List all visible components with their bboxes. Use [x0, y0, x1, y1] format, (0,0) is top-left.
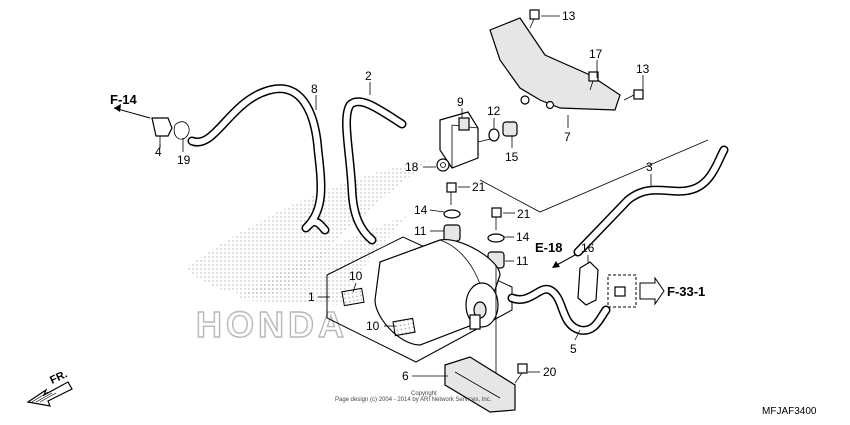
- hose-8: [187, 84, 330, 235]
- callout-6: 6: [402, 369, 409, 383]
- copyright-line-1: Copyright: [411, 391, 437, 397]
- clip-19: [173, 121, 190, 140]
- callout-14: 14: [414, 203, 428, 217]
- callout-13: 13: [636, 62, 650, 76]
- callout-5: 5: [570, 342, 577, 356]
- hose-2: [342, 97, 407, 245]
- callout-19: 19: [177, 153, 191, 167]
- callout-14: 14: [516, 230, 530, 244]
- nut-18: [436, 158, 450, 172]
- clamp-16: [577, 261, 599, 306]
- bolt-20: [514, 363, 528, 384]
- solenoid-valve-9: [439, 111, 496, 169]
- ref-label-f14: F-14: [110, 92, 138, 107]
- fitting-4: [151, 117, 173, 148]
- hose-5: [507, 284, 611, 335]
- arrow-e18: [552, 254, 576, 268]
- callout-12: 12: [487, 104, 501, 118]
- callout-3: 3: [646, 160, 653, 174]
- callout-16: 16: [581, 241, 595, 255]
- callout-15: 15: [505, 150, 519, 164]
- canister-frame: [326, 236, 513, 363]
- bolt-13-right: [623, 89, 644, 101]
- front-direction-arrow-icon: [26, 381, 73, 407]
- grommet-12: [488, 128, 500, 142]
- pad-10-upper: [341, 287, 365, 307]
- callout-11: 11: [414, 224, 427, 238]
- bolt-13-top: [529, 9, 540, 29]
- ref-box-f331: [607, 274, 665, 308]
- bolt-17: [588, 71, 599, 91]
- bracket-7: [489, 17, 621, 111]
- arrow-f14: [113, 104, 151, 119]
- callout-10: 10: [366, 319, 380, 333]
- callout-2: 2: [365, 69, 372, 83]
- watermark-text: HONDA: [196, 304, 348, 345]
- hose-3: [573, 145, 729, 257]
- callout-10: 10: [349, 269, 363, 283]
- callout-9: 9: [457, 95, 464, 109]
- callout-13: 13: [562, 9, 576, 23]
- callout-20: 20: [543, 365, 557, 379]
- pad-10-lower: [392, 317, 416, 337]
- canister-1: [374, 239, 501, 375]
- callout-numbers: 13 17 13 8 2 9 12 15 7 4 19 18 21 3 14 2…: [155, 9, 653, 383]
- callout-21: 21: [472, 180, 486, 194]
- bracket-6: [444, 356, 516, 413]
- callout-8: 8: [311, 82, 318, 96]
- ref-label-f331: F-33-1: [667, 284, 705, 299]
- callout-11: 11: [516, 254, 529, 268]
- callout-1: 1: [308, 290, 315, 304]
- ref-label-e18: E-18: [535, 240, 562, 255]
- callout-7: 7: [564, 130, 571, 144]
- callout-18: 18: [405, 160, 419, 174]
- copyright-line-2: Page design (c) 2004 - 2014 by ARI Netwo…: [335, 397, 492, 403]
- vent-tube: [479, 139, 709, 213]
- callout-21: 21: [517, 207, 531, 221]
- grommet-15: [502, 121, 518, 137]
- callout-4: 4: [155, 145, 162, 159]
- leader-lines: [159, 15, 652, 377]
- callout-17: 17: [589, 47, 603, 61]
- diagram-code: MFJAF3400: [762, 406, 817, 417]
